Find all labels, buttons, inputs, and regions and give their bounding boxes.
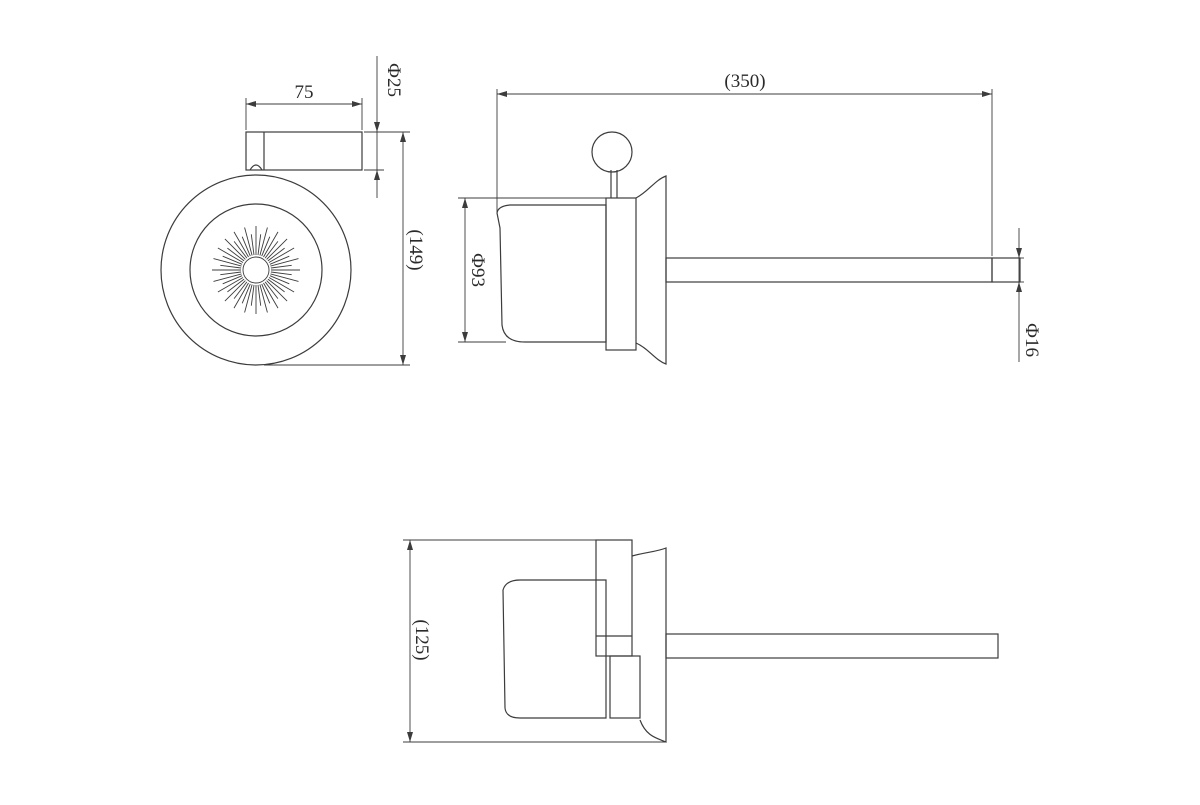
bristle bbox=[217, 277, 244, 293]
bristle bbox=[264, 281, 279, 299]
bristle bbox=[263, 231, 279, 258]
bristle bbox=[233, 282, 249, 309]
brush-bristles bbox=[212, 226, 300, 314]
bristle bbox=[257, 284, 262, 306]
front-view bbox=[160, 131, 363, 366]
dim-label-16: Ф16 bbox=[1021, 323, 1042, 357]
bottom-wall-flange bbox=[631, 547, 667, 743]
dim-overall-length: (350) bbox=[496, 71, 993, 256]
bristle bbox=[224, 280, 246, 302]
brush-knob bbox=[591, 131, 633, 173]
bottom-brush-handle bbox=[665, 633, 999, 659]
bristle bbox=[227, 247, 245, 262]
bristle bbox=[270, 271, 292, 276]
bristle bbox=[220, 271, 242, 276]
front-outer-ring bbox=[160, 174, 352, 366]
bristle bbox=[266, 280, 288, 302]
wall-flange bbox=[635, 175, 667, 365]
handle-end-cap bbox=[991, 257, 1021, 283]
brush-handle bbox=[665, 257, 993, 283]
side-view bbox=[496, 131, 1021, 365]
bristle bbox=[268, 247, 295, 263]
bottom-wall-bracket bbox=[595, 539, 633, 657]
dim-label-25: Ф25 bbox=[383, 63, 404, 97]
wall-tube bbox=[245, 131, 363, 171]
bristle bbox=[269, 275, 290, 285]
bristle bbox=[241, 236, 251, 257]
bristle bbox=[217, 247, 244, 263]
bristle bbox=[250, 234, 255, 256]
bristle bbox=[257, 234, 262, 256]
front-inner-ring bbox=[189, 203, 323, 337]
bristle bbox=[220, 264, 242, 269]
bristle bbox=[267, 278, 285, 293]
bristle bbox=[270, 264, 292, 269]
tube-hook bbox=[249, 164, 263, 171]
bristle bbox=[270, 273, 299, 282]
bristle bbox=[222, 255, 243, 265]
bristle bbox=[233, 231, 249, 258]
bristle bbox=[224, 238, 246, 260]
cup-holder-ring bbox=[605, 197, 637, 351]
dim-holder-diameter: Ф93 bbox=[458, 197, 606, 343]
dim-rod-diameter: Ф16 bbox=[1016, 228, 1042, 362]
bristle bbox=[244, 284, 253, 313]
bristle bbox=[259, 227, 268, 256]
bristle bbox=[244, 227, 253, 256]
bristle bbox=[264, 241, 279, 259]
bristle bbox=[266, 238, 288, 260]
bottom-view bbox=[502, 539, 999, 743]
bottom-brush-cup bbox=[502, 579, 607, 719]
dim-label-93: Ф93 bbox=[467, 253, 488, 287]
bristle bbox=[261, 283, 271, 304]
bristle bbox=[267, 247, 285, 262]
bristle bbox=[259, 284, 268, 313]
bristle bbox=[213, 273, 242, 282]
bristle bbox=[213, 258, 242, 267]
bristle bbox=[268, 277, 295, 293]
dim-label-350: (350) bbox=[724, 71, 765, 92]
bristle bbox=[250, 284, 255, 306]
dim-tube-diameter: Ф25 bbox=[364, 56, 404, 198]
bristle bbox=[233, 241, 248, 259]
brush-hub bbox=[242, 256, 270, 284]
dim-bottom-height: (125) bbox=[403, 539, 666, 743]
bristle bbox=[269, 255, 290, 265]
dim-label-125: (125) bbox=[411, 619, 432, 660]
bristle bbox=[270, 258, 299, 267]
bristle bbox=[227, 278, 245, 293]
bristle bbox=[222, 275, 243, 285]
brush-cup bbox=[496, 204, 607, 343]
bristle bbox=[241, 283, 251, 304]
dim-label-75: 75 bbox=[295, 82, 314, 103]
dim-front-height: (149) bbox=[264, 131, 426, 366]
bristle bbox=[261, 236, 271, 257]
bottom-holder-ring bbox=[609, 655, 641, 719]
bristle bbox=[233, 281, 248, 299]
dim-label-149: (149) bbox=[405, 229, 426, 270]
bristle bbox=[263, 282, 279, 309]
dim-front-width: 75 bbox=[245, 82, 363, 130]
